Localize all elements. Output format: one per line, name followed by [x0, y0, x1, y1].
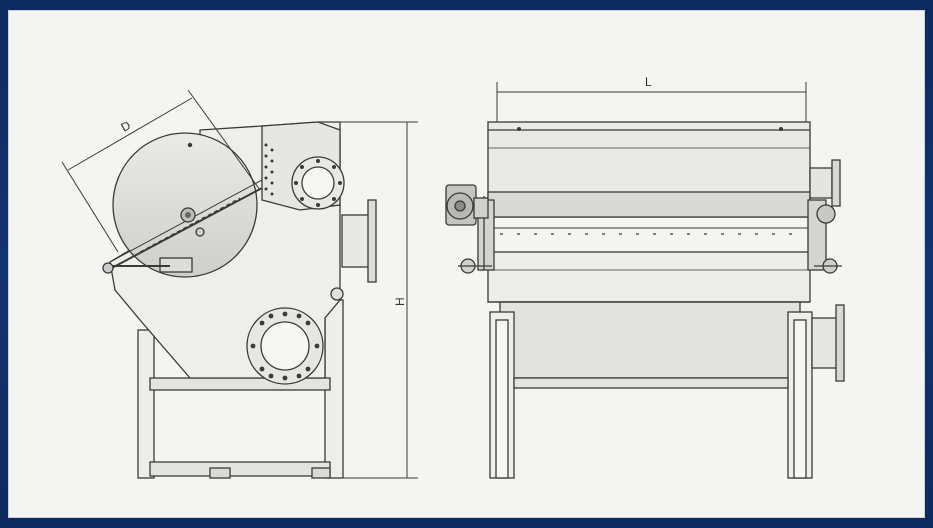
dimension-l — [496, 82, 807, 128]
front-view — [445, 82, 845, 479]
side-stand — [137, 299, 344, 479]
front-legs — [489, 311, 813, 479]
rivet-column — [264, 143, 274, 196]
front-outlet-pipe — [811, 304, 845, 382]
side-view — [61, 89, 418, 479]
gear-motor — [445, 184, 489, 226]
label-l: L — [645, 75, 652, 89]
inlet-flange — [291, 156, 345, 210]
label-h: H — [393, 297, 407, 306]
dimension-d — [61, 89, 261, 253]
dimension-h — [340, 121, 418, 479]
side-pipe — [341, 199, 377, 283]
front-tank — [487, 251, 811, 303]
right-end-assembly — [807, 159, 842, 274]
label-d: D — [119, 118, 134, 135]
outlet-flange — [246, 307, 324, 385]
